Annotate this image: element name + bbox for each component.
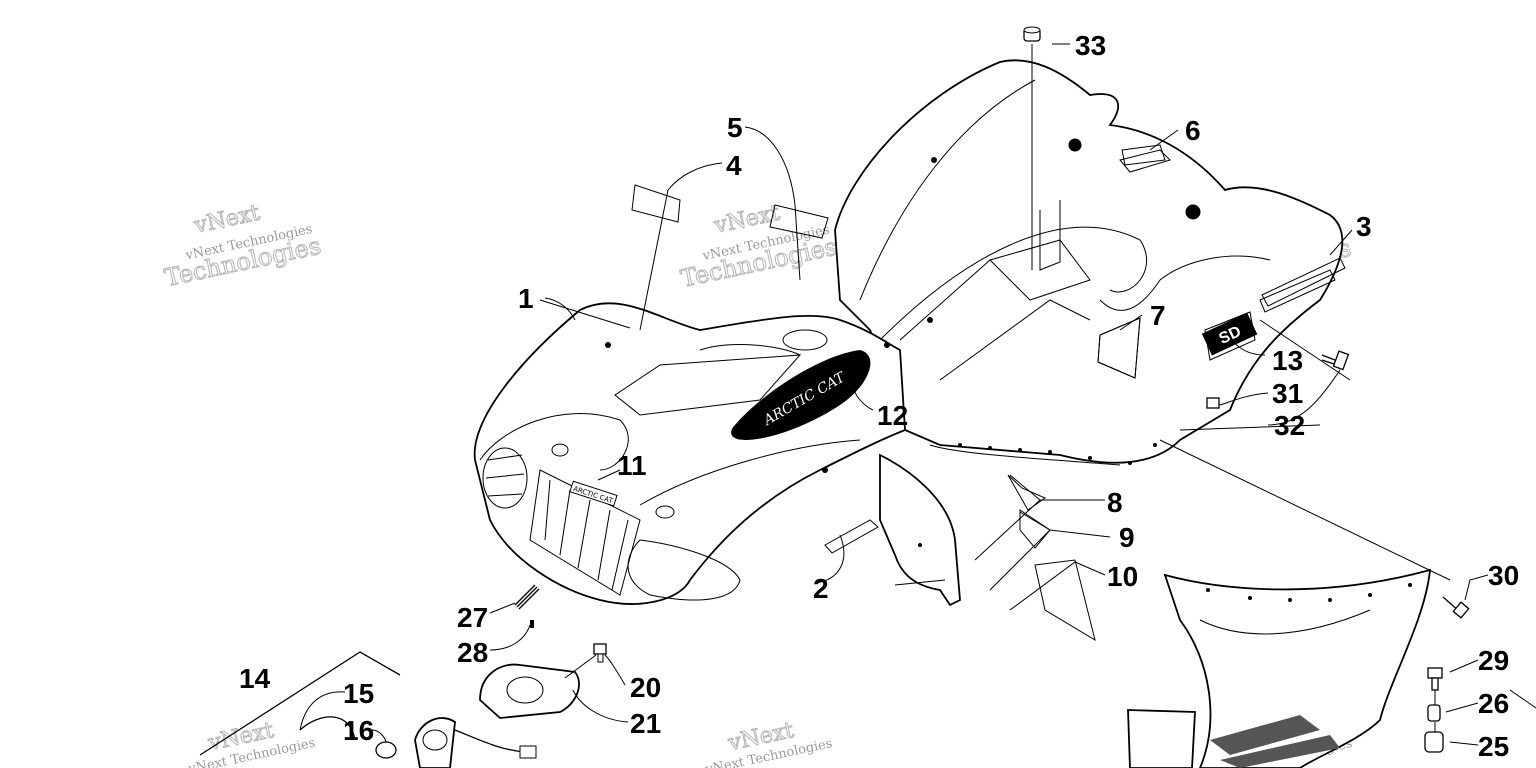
watermark-bottom-left: vNext vNext Technologies bbox=[186, 718, 316, 768]
callout-7: 7 bbox=[1150, 300, 1166, 331]
callout-12: 12 bbox=[877, 400, 908, 431]
callout-28: 30 bbox=[1488, 560, 1519, 591]
screw-20-icon bbox=[593, 643, 607, 663]
decal-9 bbox=[1019, 509, 1051, 549]
clip-33-icon bbox=[530, 620, 534, 628]
decal-7 bbox=[1097, 317, 1141, 379]
decal-3 bbox=[1261, 257, 1346, 307]
bezel-21-icon bbox=[479, 663, 580, 719]
callout-8: 8 bbox=[1107, 487, 1123, 518]
callout-1: 1 bbox=[518, 283, 534, 314]
callout-6: 6 bbox=[1185, 115, 1201, 146]
decal-6 bbox=[1121, 144, 1166, 166]
headlight-15-icon bbox=[414, 717, 537, 768]
decal-4 bbox=[631, 184, 681, 223]
screw-31-icon bbox=[1023, 26, 1041, 42]
watermark-bottom-center: vNext vNext Technologies bbox=[703, 718, 833, 768]
leader-lines bbox=[299, 43, 1536, 746]
callout-15: 15 bbox=[343, 678, 374, 709]
harness-14-bracket bbox=[199, 651, 401, 756]
callout-26: 26 bbox=[1478, 688, 1509, 719]
spring-32-icon bbox=[514, 584, 540, 610]
callout-25: 25 bbox=[1478, 731, 1509, 762]
callout-labels: 33 5 6 4 3 1 7 13 31 12 32 11 8 9 30 10 … bbox=[239, 30, 1519, 762]
watermark-left: vNext vNext Technologies Technologies bbox=[162, 200, 324, 293]
callout-21: 21 bbox=[630, 708, 661, 739]
decal-8 bbox=[1007, 474, 1047, 511]
bulb-16-icon bbox=[375, 741, 397, 759]
callout-9: 9 bbox=[1119, 522, 1135, 553]
callout-2: 2 bbox=[813, 573, 829, 604]
callout-4: 4 bbox=[726, 150, 742, 181]
decal-5 bbox=[769, 204, 829, 239]
spacer-26-icon bbox=[1427, 704, 1441, 722]
callout-30: 32 bbox=[1274, 410, 1305, 441]
grommet-25-icon bbox=[1424, 731, 1444, 753]
front-body-panel: ARCTIC CAT ARCTIC CAT bbox=[473, 302, 961, 607]
footwell-panel bbox=[1127, 568, 1432, 768]
bolt-30-icon bbox=[1321, 350, 1350, 371]
callout-27: 29 bbox=[1478, 645, 1509, 676]
callout-20: 20 bbox=[630, 672, 661, 703]
callout-13: 13 bbox=[1272, 345, 1303, 376]
bolt-27-icon bbox=[1427, 667, 1443, 691]
rear-body-panel: SD bbox=[834, 59, 1344, 466]
callout-3: 3 bbox=[1356, 211, 1372, 242]
callout-5: 5 bbox=[727, 112, 743, 143]
callout-31: 33 bbox=[1075, 30, 1106, 61]
callout-29: 31 bbox=[1272, 378, 1303, 409]
callout-33: 28 bbox=[457, 637, 488, 668]
callout-32: 27 bbox=[457, 602, 488, 633]
bolt-28-icon bbox=[1442, 596, 1470, 619]
callout-14: 14 bbox=[239, 663, 271, 694]
watermark-center: vNext vNext Technologies Technologies bbox=[678, 200, 840, 293]
nut-29-icon bbox=[1206, 397, 1220, 409]
svg-text:vNext: vNext bbox=[191, 201, 262, 239]
decal-10 bbox=[1034, 559, 1096, 642]
callout-10: 10 bbox=[1107, 561, 1138, 592]
callout-11: 11 bbox=[617, 450, 647, 481]
callout-16: 16 bbox=[343, 715, 374, 746]
